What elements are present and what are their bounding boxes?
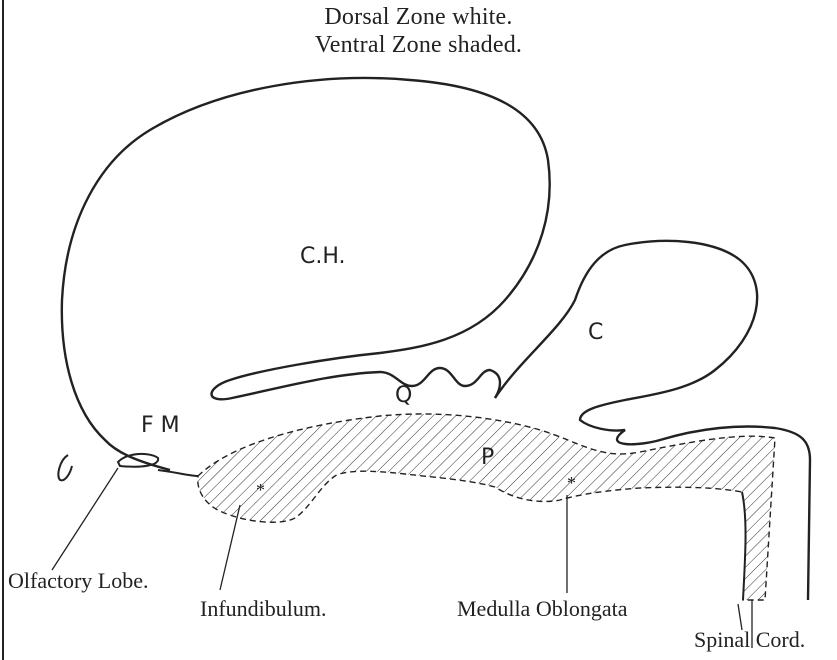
hemisphere-inner-fold <box>211 353 500 399</box>
label-foramen-of-monro: F M <box>141 415 180 437</box>
label-cerebral-hemisphere: C.H. <box>300 246 346 268</box>
callout-infundibulum: Infundibulum. <box>200 598 327 620</box>
label-quadrigemina: Q <box>395 385 412 407</box>
infundibulum-leader-line <box>220 505 240 590</box>
callout-spinal-cord: Spinal Cord. <box>694 629 805 651</box>
dorsal-outline <box>62 78 550 470</box>
front-base-outline <box>158 470 198 476</box>
label-cerebellum: C <box>588 322 603 344</box>
callout-medulla-oblongata: Medulla Oblongata <box>457 598 627 620</box>
callout-olfactory-lobe: Olfactory Lobe. <box>8 570 149 592</box>
olfactory-hook <box>58 455 72 480</box>
marker-medulla-star: * <box>567 472 576 494</box>
ventral-zone-shaded <box>198 414 775 600</box>
olfactory-leader-line <box>52 468 118 570</box>
marker-infundibulum-star: * <box>256 479 265 501</box>
label-pons: P <box>481 447 494 469</box>
